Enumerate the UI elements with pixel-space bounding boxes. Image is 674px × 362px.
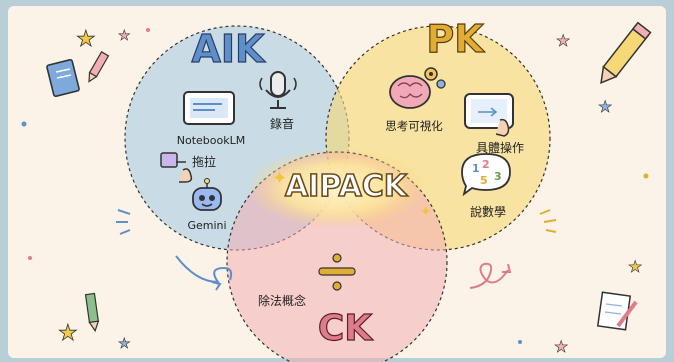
arrow-head-icon xyxy=(502,263,512,273)
bubble-digit: 2 xyxy=(482,158,490,171)
pk-item-label: 說數學 xyxy=(470,204,506,219)
star-icon: ★ xyxy=(628,257,642,276)
star-icon: ★ xyxy=(118,28,131,44)
dot xyxy=(28,256,32,260)
gemini-robot-icon xyxy=(192,178,222,211)
ck-item-label: 除法概念 xyxy=(258,293,306,308)
decorations: ★ ★ ★ ★ ★ ★ ★ ★ xyxy=(21,21,652,356)
star-icon: ★ xyxy=(598,97,612,116)
aik-item-label: 錄音 xyxy=(270,116,294,131)
pk-title: PK xyxy=(426,17,485,61)
dot xyxy=(518,340,522,344)
pk-item-label: 思考可視化 xyxy=(385,119,443,133)
note-paper-icon xyxy=(596,291,638,331)
aik-item-label: 拖拉 xyxy=(192,154,216,169)
notebook-icon xyxy=(46,58,80,98)
sparkle-icon: ✦ xyxy=(272,168,287,189)
speech-numbers-icon: 1 2 5 3 xyxy=(461,153,511,197)
arrow-head-icon xyxy=(211,281,222,291)
pencil-icon xyxy=(600,21,652,84)
dot xyxy=(21,121,27,127)
accent-lines xyxy=(539,209,557,233)
ck-title: CK xyxy=(318,308,373,349)
bubble-digit: 3 xyxy=(494,170,502,183)
brain-gears-icon xyxy=(389,67,446,109)
star-icon: ★ xyxy=(554,337,568,356)
sparkle-icon: ✦ xyxy=(420,204,432,220)
pencil-icon xyxy=(84,292,100,333)
accent-lines xyxy=(116,209,131,235)
star-icon: ★ xyxy=(76,27,96,52)
swirl-arrow xyxy=(175,255,233,284)
center-title: AIPACK xyxy=(285,169,409,204)
star-icon: ★ xyxy=(118,336,131,352)
dot xyxy=(643,173,649,179)
aik-item-label: NotebookLM xyxy=(177,134,245,147)
microphone-icon xyxy=(259,71,297,109)
bubble-digit: 1 xyxy=(472,162,480,175)
pencil-icon xyxy=(88,51,110,83)
aik-item-label: Gemini xyxy=(187,219,226,232)
touch-tablet-icon xyxy=(464,93,514,137)
aik-title: AIK xyxy=(192,27,267,71)
swirl-arrow xyxy=(469,262,509,289)
dot xyxy=(146,28,150,32)
star-icon: ★ xyxy=(58,321,78,346)
bubble-digit: 5 xyxy=(480,174,488,187)
division-sign-icon xyxy=(318,253,356,291)
tablet-notebook-icon xyxy=(183,91,235,125)
center-glow xyxy=(247,148,427,228)
star-icon: ★ xyxy=(556,31,570,50)
pk-item-label: 具體操作 xyxy=(476,140,524,155)
drag-drop-icon xyxy=(160,152,193,183)
